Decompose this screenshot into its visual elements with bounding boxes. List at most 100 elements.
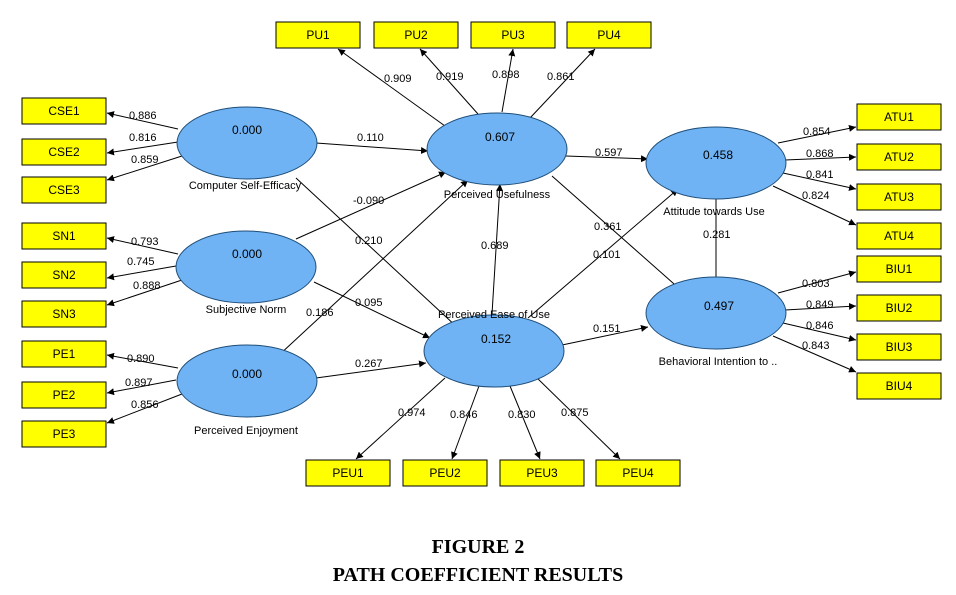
path-pe-pu bbox=[277, 179, 469, 357]
indicator-label: ATU4 bbox=[884, 229, 914, 243]
path-coef-peou-biu: 0.151 bbox=[593, 323, 621, 335]
loading-atu3: 0.841 bbox=[806, 169, 834, 181]
indicator-label: PE3 bbox=[53, 427, 76, 441]
construct-name: Attitude towards Use bbox=[663, 206, 765, 218]
edge-peou-peu4 bbox=[534, 375, 621, 460]
indicator-biu3: BIU3 bbox=[856, 333, 942, 361]
indicator-pe1: PE1 bbox=[21, 340, 107, 368]
path-coef-atu-biu: 0.281 bbox=[703, 229, 731, 241]
r2-value: 0.152 bbox=[481, 332, 511, 346]
indicator-pe3: PE3 bbox=[21, 420, 107, 448]
edge-sn-sn3 bbox=[106, 279, 183, 307]
indicator-peu1: PEU1 bbox=[305, 459, 391, 487]
path-coef-pu-biu: 0.361 bbox=[594, 221, 622, 233]
indicator-biu1: BIU1 bbox=[856, 255, 942, 283]
edge-cse-cse1 bbox=[106, 111, 179, 130]
edge-cse-cse2 bbox=[106, 141, 179, 156]
indicator-sn2: SN2 bbox=[21, 261, 107, 289]
loading-atu2: 0.868 bbox=[806, 148, 834, 160]
indicator-label: PU1 bbox=[306, 28, 330, 42]
edge-peou-peu1 bbox=[355, 377, 446, 460]
loading-pu4: 0.861 bbox=[547, 71, 575, 83]
indicator-cse2: CSE2 bbox=[21, 138, 107, 166]
loading-atu1: 0.854 bbox=[803, 126, 831, 138]
edge-pu-pu2 bbox=[419, 48, 479, 115]
path-cse-peou bbox=[295, 177, 459, 329]
indicator-pu2: PU2 bbox=[373, 21, 459, 49]
indicator-label: PE2 bbox=[53, 388, 76, 402]
indicator-atu1: ATU1 bbox=[856, 103, 942, 131]
loading-pe1: 0.890 bbox=[127, 353, 155, 365]
path-pe-peou bbox=[315, 360, 427, 379]
r2-value: 0.000 bbox=[232, 123, 262, 137]
path-coef-pe-pu: 0.186 bbox=[306, 307, 334, 319]
loading-biu3: 0.846 bbox=[806, 320, 834, 332]
edge-cse-cse3 bbox=[106, 155, 183, 182]
indicator-sn3: SN3 bbox=[21, 300, 107, 328]
edge-atu-atu4 bbox=[772, 185, 857, 226]
r2-value: 0.000 bbox=[232, 247, 262, 261]
loading-pu3: 0.898 bbox=[492, 69, 520, 81]
edge-atu-atu1 bbox=[777, 124, 857, 144]
loading-cse3: 0.859 bbox=[131, 154, 159, 166]
indicator-pu1: PU1 bbox=[275, 21, 361, 49]
indicator-cse3: CSE3 bbox=[21, 176, 107, 204]
path-sn-peou bbox=[313, 281, 431, 339]
path-coef-pu-atu: 0.597 bbox=[595, 147, 623, 159]
construct-computer-self-efficacy: 0.000 Computer Self-Efficacy bbox=[176, 106, 318, 192]
construct-subjective-norm: 0.000 Subjective Norm bbox=[175, 230, 317, 316]
indicator-label: CSE1 bbox=[48, 104, 80, 118]
loading-peu3: 0.830 bbox=[508, 409, 536, 421]
path-coef-sn-pu: -0.090 bbox=[353, 195, 384, 207]
indicator-pu4: PU4 bbox=[566, 21, 652, 49]
indicator-biu4: BIU4 bbox=[856, 372, 942, 400]
loading-peu1: 0.974 bbox=[398, 407, 426, 419]
loading-sn3: 0.888 bbox=[133, 280, 161, 292]
path-coef-peou-pu: 0.689 bbox=[481, 240, 509, 252]
edge-biu-biu4 bbox=[772, 335, 857, 373]
construct-perceived-usefulness: 0.607 Perceived Usefulness bbox=[426, 112, 568, 201]
indicator-label: PEU1 bbox=[332, 466, 364, 480]
edge-peou-peu2 bbox=[451, 385, 480, 460]
indicator-label: ATU2 bbox=[884, 150, 914, 164]
r2-value: 0.458 bbox=[703, 148, 733, 162]
loading-pu1: 0.909 bbox=[384, 73, 412, 85]
path-pu-atu bbox=[565, 155, 649, 163]
indicator-label: PU2 bbox=[404, 28, 428, 42]
indicator-atu2: ATU2 bbox=[856, 143, 942, 171]
construct-name: Perceived Usefulness bbox=[444, 189, 551, 201]
indicator-peu2: PEU2 bbox=[402, 459, 488, 487]
indicator-sn1: SN1 bbox=[21, 222, 107, 250]
loading-cse2: 0.816 bbox=[129, 132, 157, 144]
edge-pu-pu3 bbox=[501, 48, 516, 113]
loading-biu2: 0.849 bbox=[806, 299, 834, 311]
figure-caption-subtitle: PATH COEFFICIENT RESULTS bbox=[332, 564, 624, 586]
indicator-label: SN3 bbox=[52, 307, 76, 321]
construct-name: Behavioral Intention to .. bbox=[659, 356, 778, 368]
loading-pe2: 0.897 bbox=[125, 377, 153, 389]
edge-atu-atu3 bbox=[782, 172, 857, 191]
indicator-label: CSE3 bbox=[48, 183, 80, 197]
edge-sn-sn2 bbox=[106, 265, 177, 281]
loading-pu2: 0.919 bbox=[436, 71, 464, 83]
path-coef-pe-peou: 0.267 bbox=[355, 358, 383, 370]
indicator-atu4: ATU4 bbox=[856, 222, 942, 250]
indicator-cse1: CSE1 bbox=[21, 97, 107, 125]
edge-biu-biu3 bbox=[782, 322, 857, 342]
indicator-label: PEU4 bbox=[622, 466, 654, 480]
construct-name: Perceived Enjoyment bbox=[194, 425, 298, 437]
indicator-atu3: ATU3 bbox=[856, 183, 942, 211]
indicator-biu2: BIU2 bbox=[856, 294, 942, 322]
construct-behavioral-intention: 0.497 Behavioral Intention to .. bbox=[645, 276, 787, 368]
indicator-pu3: PU3 bbox=[470, 21, 556, 49]
loading-sn1: 0.793 bbox=[131, 236, 159, 248]
edge-pu-pu4 bbox=[529, 48, 596, 119]
figure-caption-title: FIGURE 2 bbox=[431, 536, 525, 558]
path-coef-sn-peou: 0.095 bbox=[355, 297, 383, 309]
loading-biu4: 0.843 bbox=[802, 340, 830, 352]
loading-atu4: 0.824 bbox=[802, 190, 830, 202]
edge-peou-peu3 bbox=[509, 385, 541, 460]
indicator-label: BIU2 bbox=[886, 301, 913, 315]
path-cse-pu bbox=[315, 142, 429, 154]
construct-name: Subjective Norm bbox=[206, 304, 287, 316]
